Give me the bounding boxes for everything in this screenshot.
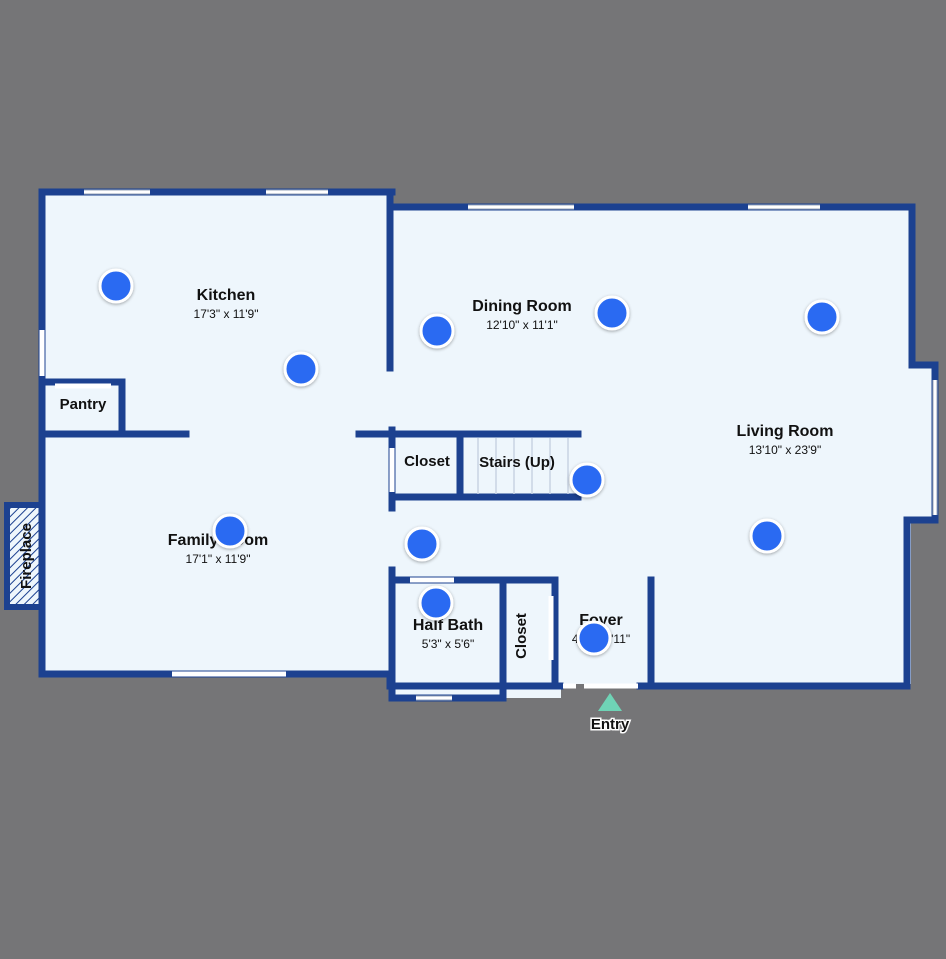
room-label-half-bath: Half Bath 5'3" x 5'6" (413, 617, 483, 651)
closet-label: Closet (513, 613, 530, 659)
room-name: Dining Room (472, 298, 572, 315)
room-label-kitchen: Kitchen 17'3" x 11'9" (194, 287, 259, 321)
camera-hotspot-icon[interactable] (576, 620, 612, 656)
closet-label: Closet (404, 453, 450, 470)
room-label-dining-room: Dining Room 12'10" x 11'1" (472, 298, 572, 332)
room-name: Half Bath (413, 617, 483, 634)
camera-hotspot-icon[interactable] (418, 585, 454, 621)
camera-hotspot-icon[interactable] (419, 313, 455, 349)
camera-hotspot-icon[interactable] (404, 526, 440, 562)
room-dimensions: 17'3" x 11'9" (194, 307, 259, 321)
room-dimensions: 5'3" x 5'6" (422, 637, 474, 651)
room-dimensions: 17'1" x 11'9" (186, 552, 251, 566)
window-frames (84, 189, 938, 701)
camera-hotspot-icon[interactable] (98, 268, 134, 304)
pantry-label: Pantry (60, 396, 107, 413)
hotspots (98, 268, 840, 656)
fireplace: Fireplace (4, 502, 44, 610)
room-label-living-room: Living Room 13'10" x 23'9" (737, 423, 834, 457)
entry-marker: Entry (589, 693, 631, 735)
stairs (477, 438, 569, 494)
windows (39, 189, 938, 701)
camera-hotspot-icon[interactable] (749, 518, 785, 554)
camera-hotspot-icon[interactable] (569, 462, 605, 498)
room-name: Kitchen (197, 287, 256, 304)
room-dimensions: 13'10" x 23'9" (749, 443, 822, 457)
entry-arrow-icon (598, 693, 622, 711)
camera-hotspot-icon[interactable] (283, 351, 319, 387)
entry-label: Entry (591, 716, 630, 733)
room-name: Living Room (737, 423, 834, 440)
room-dimensions: 12'10" x 11'1" (486, 318, 558, 332)
camera-hotspot-icon[interactable] (594, 295, 630, 331)
fireplace-label: Fireplace (18, 523, 35, 589)
camera-hotspot-icon[interactable] (212, 513, 248, 549)
stairs-label: Stairs (Up) (479, 454, 555, 471)
camera-hotspot-icon[interactable] (804, 299, 840, 335)
